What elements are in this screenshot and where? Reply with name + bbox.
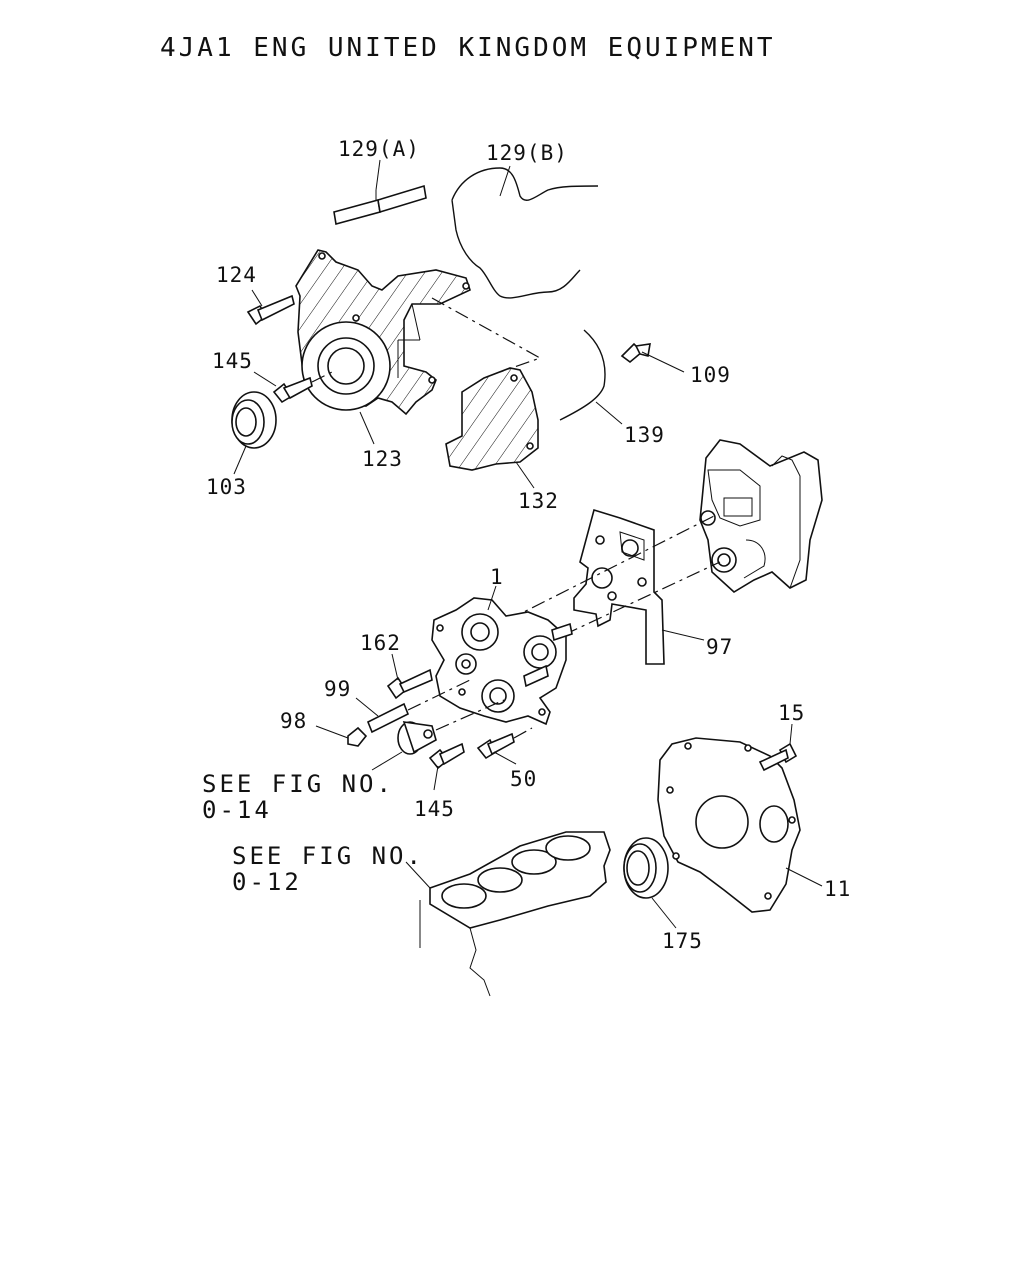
ref-note-1-line1: SEE FIG NO. <box>202 770 394 798</box>
part-97-plate <box>573 508 665 665</box>
callout-109: 109 <box>690 363 731 387</box>
part-123-cover-plate <box>295 249 471 416</box>
part-145-bolt-upper <box>272 371 333 404</box>
callout-98: 98 <box>280 709 307 733</box>
callout-139: 139 <box>624 423 665 447</box>
engine-block-front <box>699 439 823 593</box>
diagram-title: 4JA1 ENG UNITED KINGDOM EQUIPMENT <box>160 33 776 63</box>
callout-162: 162 <box>360 631 401 655</box>
part-175-oil-seal <box>623 837 669 899</box>
part-11-flywheel-plate <box>657 737 801 913</box>
callout-11: 11 <box>824 877 851 901</box>
part-145-bolt-lower <box>428 742 465 770</box>
ref-note-2-line1: SEE FIG NO. <box>232 842 424 870</box>
part-162-bolt <box>386 668 433 700</box>
cylinder-block-ref <box>419 831 611 997</box>
callout-145-upper: 145 <box>212 349 253 373</box>
callout-145-lower: 145 <box>414 797 455 821</box>
ref-note-2-line2: 0-12 <box>232 868 302 896</box>
callout-103: 103 <box>206 475 247 499</box>
part-129b-gasket <box>451 167 599 299</box>
part-129a-strips <box>333 184 427 226</box>
part-132-lower-cover <box>445 367 539 471</box>
part-103-oil-seal <box>231 391 277 449</box>
part-139-arc-gasket <box>559 329 606 421</box>
part-50-bolt <box>476 727 533 760</box>
part-1-gear-case <box>431 597 573 726</box>
part-15-bolt <box>758 742 798 772</box>
leader-lines <box>233 159 823 929</box>
part-109-nipple <box>620 342 651 364</box>
callout-15: 15 <box>778 701 805 725</box>
part-idler-bracket <box>397 699 505 755</box>
ref-note-1-line2: 0-14 <box>202 796 272 824</box>
callout-1: 1 <box>490 565 504 589</box>
part-99-stud <box>366 679 471 734</box>
callout-50: 50 <box>510 767 537 791</box>
callout-123: 123 <box>362 447 403 471</box>
callout-132: 132 <box>518 489 559 513</box>
callout-129b: 129(B) <box>486 141 568 165</box>
part-98-nut <box>347 726 368 747</box>
callout-99: 99 <box>324 677 351 701</box>
callout-175: 175 <box>662 929 703 953</box>
callout-124: 124 <box>216 263 257 287</box>
callout-97: 97 <box>706 635 733 659</box>
callout-129a: 129(A) <box>338 137 420 161</box>
part-124-bolt <box>246 294 295 326</box>
